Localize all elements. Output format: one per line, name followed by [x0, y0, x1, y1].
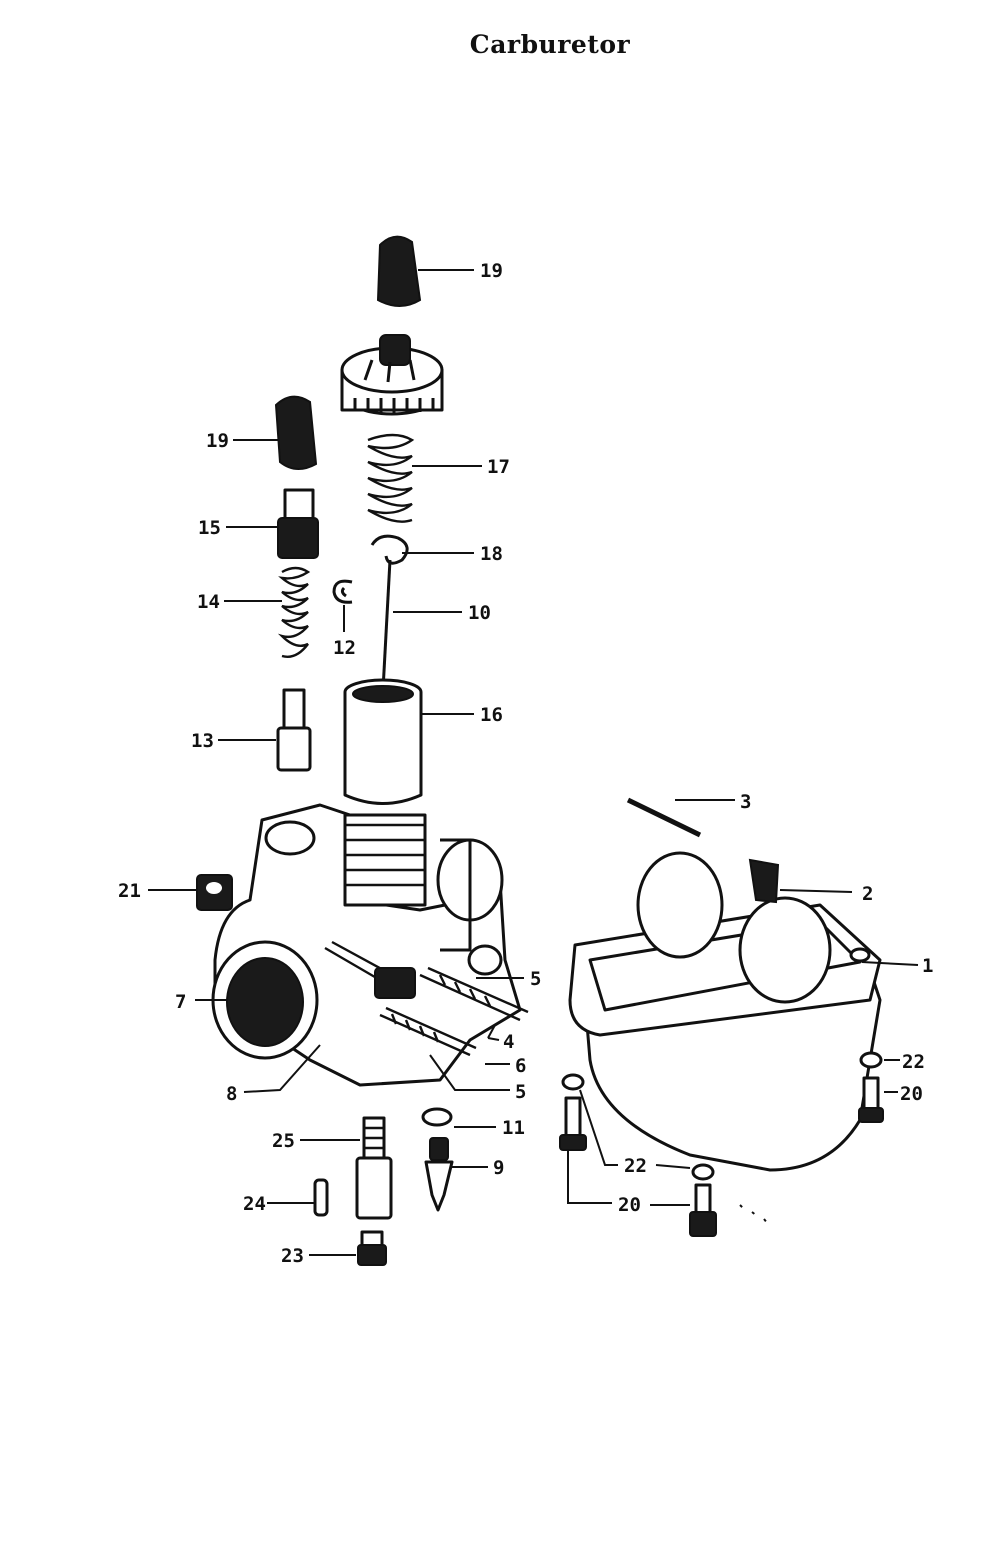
part-screw-left — [559, 1073, 587, 1151]
callout-5-lower: 5 — [515, 1081, 526, 1103]
leader-lines — [148, 269, 919, 1256]
callout-7: 7 — [175, 991, 186, 1013]
callout-10: 10 — [468, 602, 491, 624]
callout-24: 24 — [243, 1193, 266, 1215]
callout-3: 3 — [740, 791, 751, 813]
part-mixing-chamber-body — [211, 803, 522, 1087]
callout-13: 13 — [191, 730, 214, 752]
part-throttle-stop-screw — [324, 940, 416, 999]
callout-20-right: 20 — [900, 1083, 923, 1105]
callout-5-upper: 5 — [530, 968, 541, 990]
callout-labels: 19 19 17 15 18 14 10 12 16 13 3 21 2 1 7… — [118, 260, 933, 1267]
page-title: Carburetor — [469, 30, 631, 59]
callout-21: 21 — [118, 880, 141, 902]
part-main-jet — [313, 1178, 329, 1217]
callout-19-side: 19 — [206, 430, 229, 452]
callout-18: 18 — [480, 543, 503, 565]
callout-16: 16 — [480, 704, 503, 726]
callout-19-top: 19 — [480, 260, 503, 282]
callout-23: 23 — [281, 1245, 304, 1267]
callout-2: 2 — [862, 883, 873, 905]
callout-1: 1 — [922, 955, 933, 977]
part-starter-plunger — [276, 688, 312, 772]
part-small-clip — [332, 579, 353, 604]
part-throttle-spring — [367, 433, 415, 523]
part-nut — [196, 874, 233, 911]
part-throttle-valve — [343, 678, 423, 805]
callout-15: 15 — [198, 517, 221, 539]
callout-8: 8 — [226, 1083, 237, 1105]
part-float-chamber — [568, 851, 882, 1172]
part-pilot-screw — [379, 1006, 477, 1057]
part-jet-plug — [357, 1230, 387, 1266]
part-cap-top — [376, 235, 422, 307]
part-starter-spring — [277, 566, 311, 658]
part-cap-side — [274, 395, 318, 470]
callout-25: 25 — [272, 1130, 295, 1152]
callout-12: 12 — [333, 637, 356, 659]
callout-20-bottom: 20 — [618, 1194, 641, 1216]
callout-6: 6 — [515, 1055, 526, 1077]
part-screw-right — [858, 1051, 884, 1123]
callout-17: 17 — [487, 456, 510, 478]
part-mixing-chamber-cap — [340, 334, 444, 416]
callout-4: 4 — [503, 1031, 514, 1053]
part-needle-jet — [424, 1137, 454, 1212]
callout-22-right: 22 — [902, 1051, 925, 1073]
part-screw-bottom — [689, 1163, 717, 1237]
callout-11: 11 — [502, 1117, 525, 1139]
part-float-pin — [626, 797, 702, 838]
part-jet-needle — [381, 559, 392, 691]
part-main-jet-holder — [355, 1116, 393, 1220]
part-needle-clip — [370, 534, 409, 565]
part-washer — [421, 1107, 453, 1127]
part-cable-adjuster — [277, 488, 319, 559]
callout-22-left: 22 — [624, 1155, 647, 1177]
part-air-adjust-screw — [419, 966, 529, 1022]
callout-9: 9 — [493, 1157, 504, 1179]
callout-14: 14 — [197, 591, 220, 613]
